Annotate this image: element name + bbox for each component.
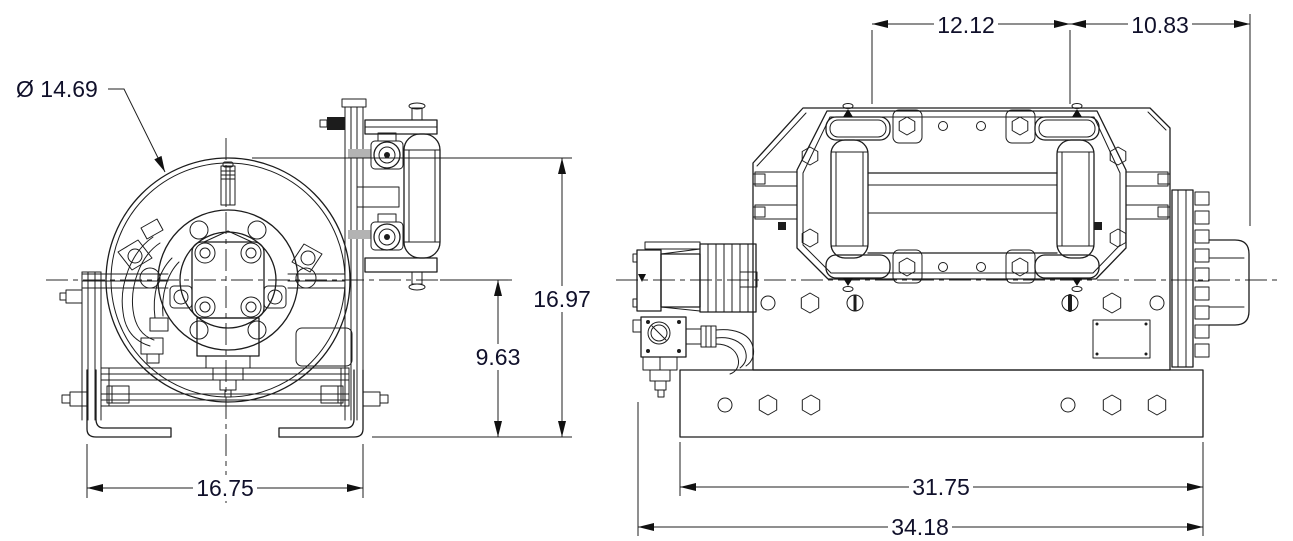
tensioner-assembly [348, 102, 441, 291]
left-upright-plate [59, 271, 346, 421]
dimension-label-base-width: 16.75 [196, 475, 254, 501]
dimension-roller-span: 12.12 [871, 11, 1071, 104]
dimension-drum-diameter: Ø 14.69 [16, 76, 166, 173]
dimension-drum-to-end: 10.83 [1070, 11, 1251, 226]
adjuster-screws [752, 171, 1171, 230]
dimension-overall-height: 16.97 [252, 157, 594, 438]
dimension-label-drum-diameter: Ø 14.69 [16, 76, 98, 102]
base-plate [679, 369, 1204, 438]
base-tie-rods [100, 367, 350, 407]
dimension-overall-length: 34.18 [637, 402, 1203, 540]
dimension-label-roller-span: 12.12 [937, 12, 995, 38]
nameplate [1092, 319, 1151, 359]
hydraulic-hoses [121, 218, 180, 364]
front-view [46, 98, 512, 505]
dimension-label-base-length: 31.75 [912, 474, 970, 500]
valve-block [196, 317, 260, 398]
dimension-base-length: 31.75 [679, 442, 1204, 536]
brake-housing [1171, 189, 1250, 368]
dimension-label-overall-height: 16.97 [533, 286, 591, 312]
right-side-plate [295, 98, 367, 421]
frame-plate [752, 107, 1171, 371]
dimension-base-width: 16.75 [86, 444, 364, 501]
right-roller [1034, 103, 1100, 292]
left-roller [825, 103, 891, 292]
dimension-label-drum-to-end: 10.83 [1131, 12, 1189, 38]
dimension-label-overall-length: 34.18 [891, 514, 949, 540]
dimension-centerline-height: 9.63 [440, 279, 526, 437]
motor-valve-and-hoses [632, 316, 755, 398]
side-view [616, 103, 1280, 438]
hydraulic-motor-side [632, 241, 758, 313]
drum-barrel [867, 172, 1058, 254]
drum-flange [117, 209, 323, 351]
dimension-label-centerline-height: 9.63 [476, 344, 521, 370]
tie-rod [220, 161, 236, 206]
